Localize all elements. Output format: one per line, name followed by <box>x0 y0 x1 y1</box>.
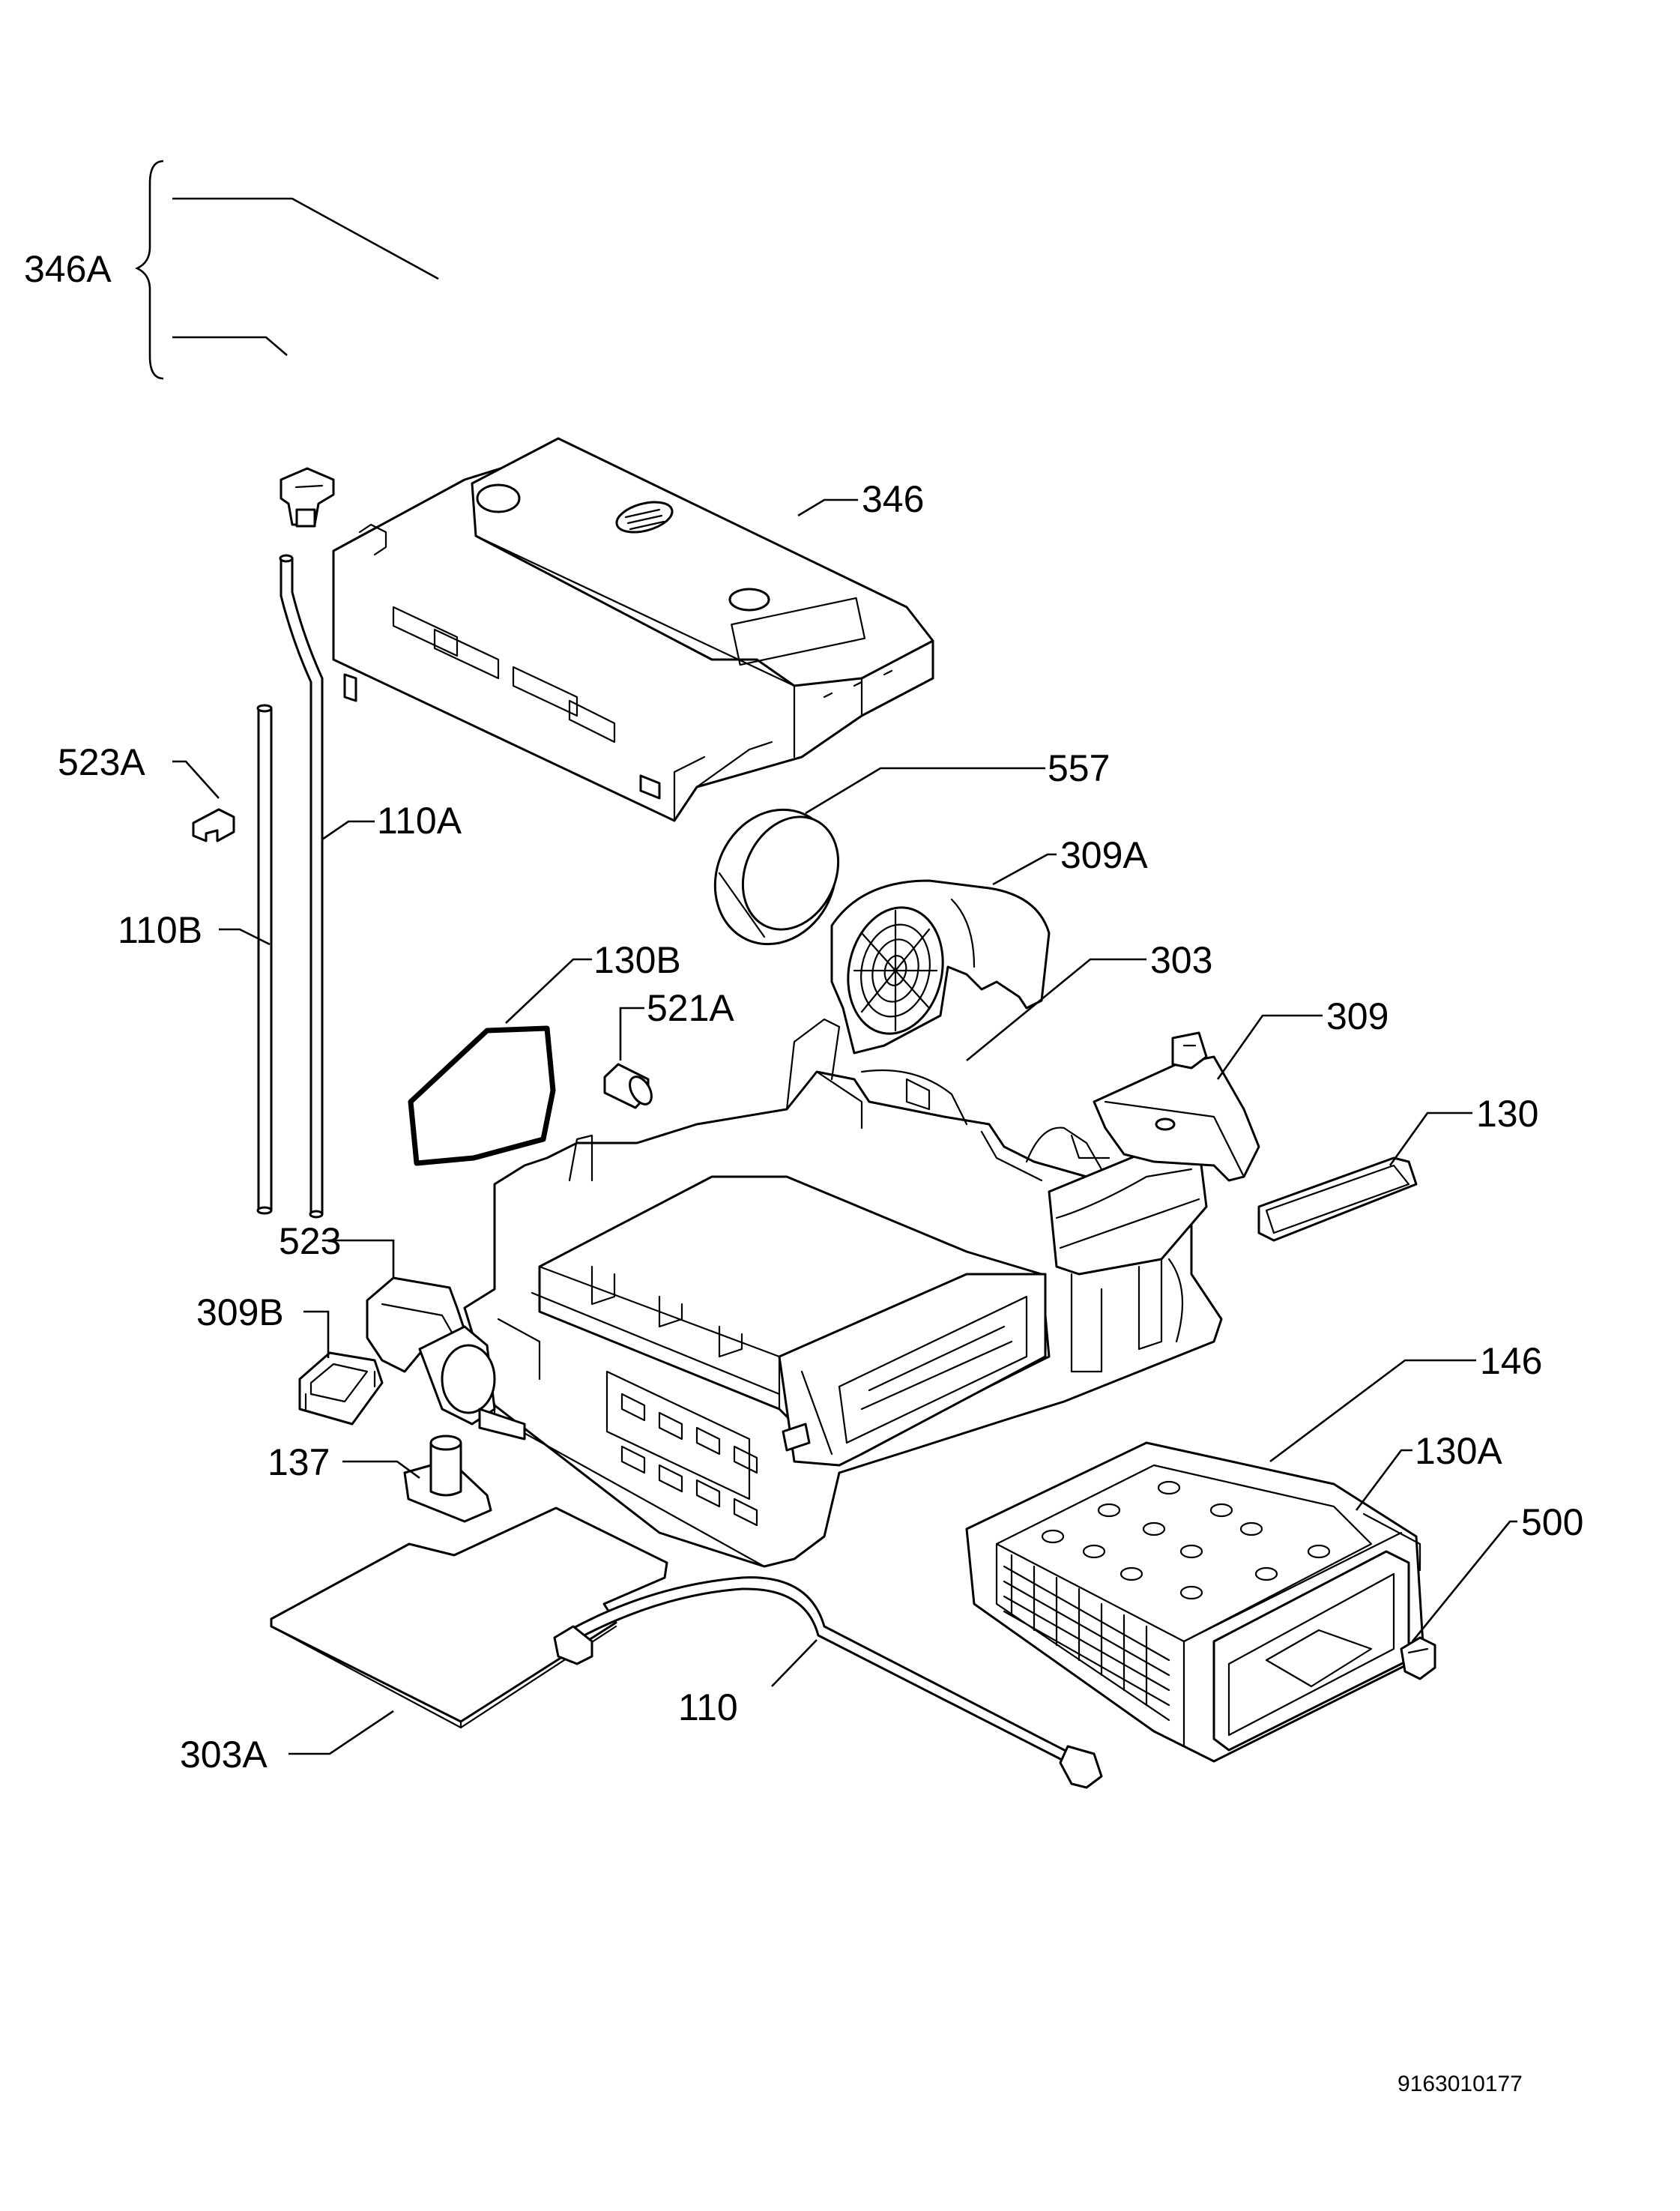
part-110A-tube[interactable] <box>279 554 324 1219</box>
part-130A-seal[interactable] <box>1362 1512 1421 1572</box>
label-110: 110 <box>678 1686 738 1728</box>
part-557-ring-seal[interactable] <box>693 790 857 965</box>
part-130B-gasket[interactable] <box>408 1025 556 1166</box>
label-309B: 309B <box>196 1291 284 1333</box>
part-309B-bracket[interactable] <box>298 1351 384 1426</box>
label-130A: 130A <box>1415 1430 1502 1472</box>
label-523A: 523A <box>58 741 145 783</box>
part-110-hose[interactable] <box>553 1576 1103 1789</box>
part-146-condenser[interactable] <box>965 1441 1425 1763</box>
part-523-pump-assembly[interactable] <box>366 1276 526 1441</box>
label-500: 500 <box>1521 1501 1583 1543</box>
label-137: 137 <box>268 1441 330 1483</box>
part-346A-clip[interactable] <box>280 467 335 528</box>
part-500-clip[interactable] <box>1400 1636 1436 1680</box>
label-130B: 130B <box>593 939 681 981</box>
part-523A-connector[interactable] <box>192 808 235 842</box>
label-303A: 303A <box>180 1734 268 1776</box>
label-346A: 346A <box>24 248 112 290</box>
label-303: 303 <box>1150 939 1212 981</box>
label-523: 523 <box>279 1220 341 1262</box>
label-309A: 309A <box>1060 834 1148 876</box>
label-146: 146 <box>1480 1340 1542 1382</box>
document-number: 9163010177 <box>1398 2072 1523 2096</box>
label-521A: 521A <box>647 987 734 1029</box>
part-137-component[interactable] <box>403 1435 492 1523</box>
label-110A: 110A <box>377 800 462 842</box>
label-346: 346 <box>862 478 924 520</box>
part-346-container-assembly[interactable] <box>332 437 934 822</box>
part-303A-base-plate[interactable] <box>270 1506 668 1729</box>
part-110B-tube[interactable] <box>256 704 273 1215</box>
part-521A-sleeve[interactable] <box>603 1063 656 1109</box>
part-130-gasket[interactable] <box>1257 1156 1418 1242</box>
label-130: 130 <box>1476 1093 1538 1135</box>
part-303-base-housing[interactable] <box>463 1018 1223 1568</box>
leader-lines <box>134 160 1517 1755</box>
part-309A-fan-housing[interactable] <box>830 879 1051 1055</box>
label-557: 557 <box>1048 747 1110 789</box>
callout-labels: 346A 346 557 523A 110A 309A 110B 130B 30… <box>24 248 1583 1776</box>
part-309-duct[interactable] <box>1093 1031 1260 1182</box>
label-309: 309 <box>1326 995 1389 1037</box>
label-110B: 110B <box>118 909 202 951</box>
